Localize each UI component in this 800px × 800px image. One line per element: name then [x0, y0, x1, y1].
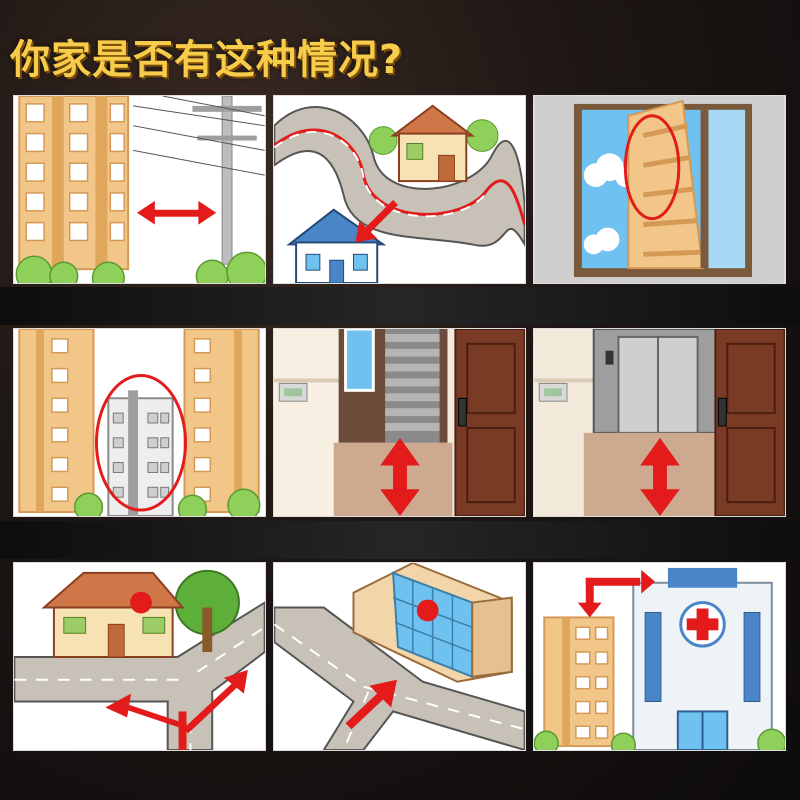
circle-outline-icon [623, 114, 681, 221]
double-arrow-vertical-icon [380, 437, 420, 516]
arrow-up-right-icon [345, 679, 398, 730]
panel-building-near-hospital [533, 562, 786, 751]
page-title: 你家是否有这种情况? [10, 37, 404, 83]
red-dot-icon [416, 599, 439, 622]
panel-house-facing-winding-road [273, 95, 526, 284]
double-arrow-horizontal-icon [137, 200, 217, 225]
panel-door-facing-stairs [273, 328, 526, 517]
circle-outline-icon [94, 374, 187, 512]
arrow-down-left-icon [355, 199, 399, 243]
row-separator [0, 521, 800, 559]
row-separator [0, 287, 800, 325]
panel-window-facing-building-corner [533, 95, 786, 284]
double-arrow-vertical-icon [640, 437, 680, 516]
bent-arrow-icon [577, 569, 656, 618]
panel-building-between-two-towers [13, 328, 266, 517]
panel-building-near-power-pole [13, 95, 266, 284]
building-pole-illustration [14, 96, 265, 283]
panel-house-at-t-junction [13, 562, 266, 751]
panel-door-facing-elevator [533, 328, 786, 517]
panel-building-facing-road-junction [273, 562, 526, 751]
red-dot-icon [130, 591, 152, 614]
t-junction-arrows-icon [105, 669, 248, 750]
